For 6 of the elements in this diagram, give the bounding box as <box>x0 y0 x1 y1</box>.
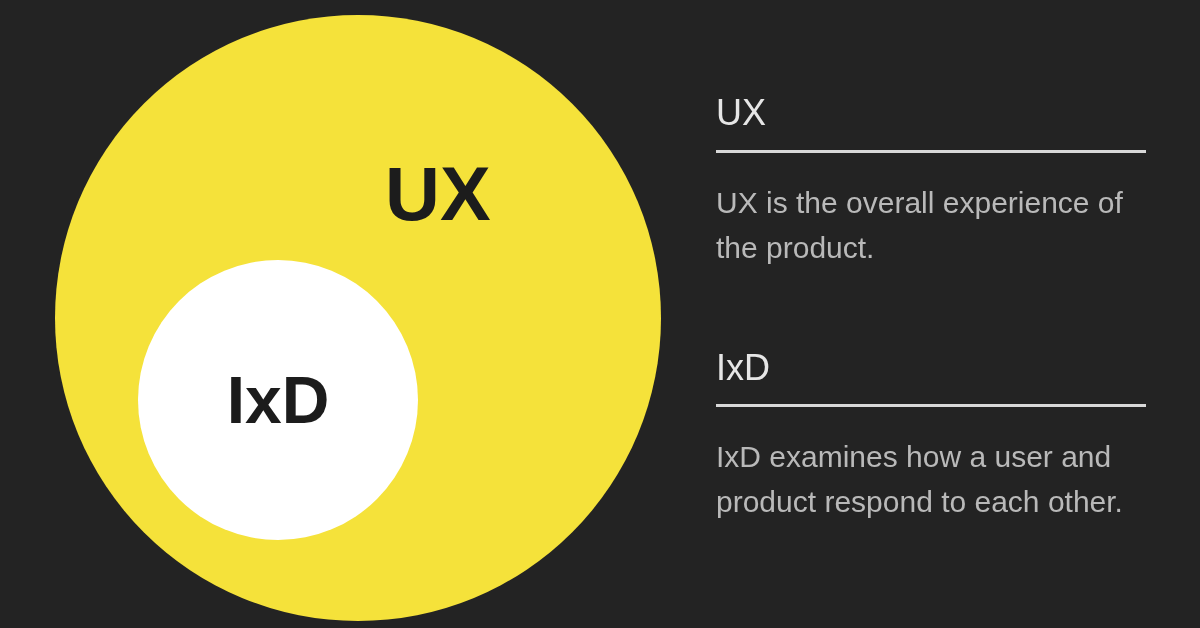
circle-label: UX <box>385 150 491 237</box>
description-text: IxD examines how a user and product respond to each other. <box>716 439 1124 520</box>
description-text: UX is the overall experience of the product. <box>716 185 1124 266</box>
circle-label: IxD <box>226 362 330 438</box>
heading-text: IxD <box>716 346 771 390</box>
heading-text: UX <box>716 91 767 135</box>
